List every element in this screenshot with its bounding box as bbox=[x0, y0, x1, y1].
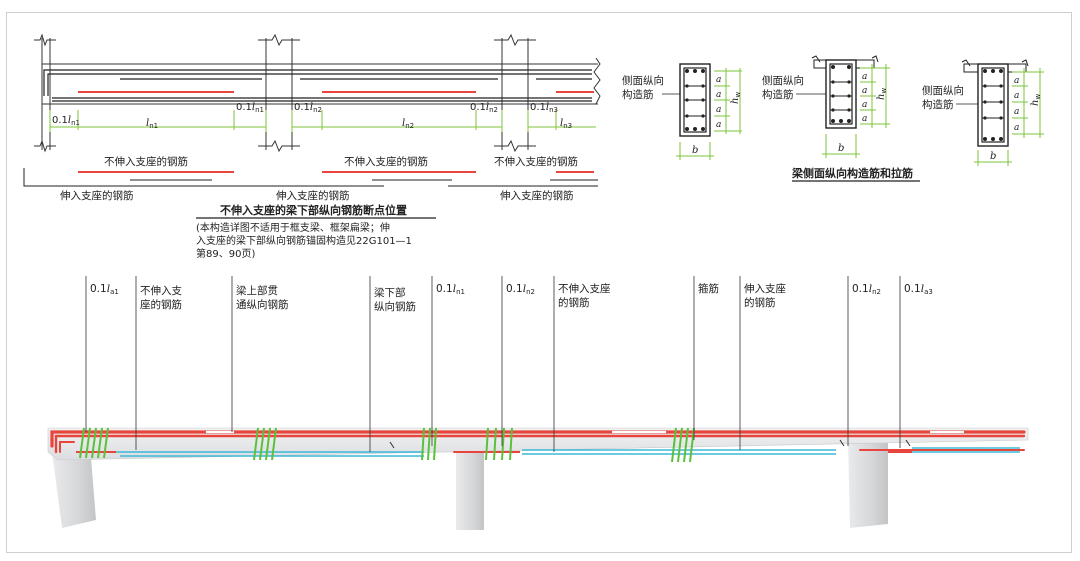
green-dimension-lines bbox=[49, 110, 596, 132]
section-1-dim-b: b bbox=[692, 145, 698, 156]
callout-0.1la1: 0.1la1 bbox=[90, 283, 119, 296]
section-3-dim-b: b bbox=[990, 151, 996, 162]
span-labels: 0.1ln1 ln1 0.1ln1 0.1ln2 ln2 0.1ln2 0.1l… bbox=[52, 102, 572, 130]
label-0.1ln3-left: 0.1ln3 bbox=[530, 102, 558, 114]
model-top-rebars bbox=[50, 430, 1026, 454]
section-2-label-line-1: 侧面纵向 bbox=[762, 74, 804, 87]
not-into-support-label-3: 不伸入支座的钢筋 bbox=[494, 155, 578, 168]
beam-elevation: 0.1ln1 ln1 0.1ln1 0.1ln2 ln2 0.1ln2 0.1l… bbox=[23, 33, 601, 260]
section-3: 侧面纵向 构造筋 a a a a hw b bbox=[922, 59, 1044, 166]
callout-into-support-b: 的钢筋 bbox=[744, 296, 776, 309]
cross-sections: 侧面纵向 构造筋 a a a a hw b 侧面纵向 构造筋 bbox=[622, 55, 1044, 182]
callout-top-continuous-b: 通纵向钢筋 bbox=[236, 298, 289, 311]
callout-0.1ln1: 0.1ln1 bbox=[436, 283, 465, 296]
into-support-label-2: 伸入支座的钢筋 bbox=[276, 189, 350, 202]
section-1-dim-hw: hw bbox=[730, 92, 742, 104]
beam-3d-model: 0.1la1 不伸入支 座的钢筋 梁上部贯 通纵向钢筋 梁下部 纵向钢筋 0.1… bbox=[47, 276, 1029, 530]
not-into-support-label-2: 不伸入支座的钢筋 bbox=[344, 155, 428, 168]
model-leader-lines bbox=[85, 276, 901, 452]
section-3-dim-hw: hw bbox=[1030, 94, 1042, 106]
section-1-dim-a-2: a bbox=[716, 90, 721, 100]
callout-into-support-a: 伸入支座 bbox=[744, 282, 786, 295]
callout-0.1ln2-a: 0.1ln2 bbox=[506, 283, 535, 296]
callout-bottom-longitudinal-b: 纵向钢筋 bbox=[374, 300, 416, 313]
into-support-label-1: 伸入支座的钢筋 bbox=[60, 189, 134, 202]
not-into-support-label-1: 不伸入支座的钢筋 bbox=[104, 155, 188, 168]
section-2-dim-a-4: a bbox=[862, 114, 867, 124]
section-1: 侧面纵向 构造筋 a a a a hw b bbox=[622, 63, 742, 160]
callout-not-into-support-2b: 的钢筋 bbox=[558, 296, 590, 309]
section-1-label-line-2: 构造筋 bbox=[622, 88, 654, 101]
section-1-dim-a-4: a bbox=[716, 120, 721, 130]
into-support-label-3: 伸入支座的钢筋 bbox=[500, 189, 574, 202]
section-1-dim-a-3: a bbox=[716, 105, 721, 115]
beam-outline bbox=[42, 57, 601, 105]
elevation-note-line-1: (本构造详图不适用于框支梁、框架扁梁；伸 bbox=[196, 221, 390, 234]
section-3-dim-a-3: a bbox=[1014, 107, 1019, 117]
figure-frame bbox=[6, 12, 1072, 553]
elevation-note-line-3: 第89、90页) bbox=[196, 247, 255, 260]
sections-title: 梁侧面纵向构造筋和拉筋 bbox=[791, 166, 913, 180]
elevation-title: 不伸入支座的梁下部纵向钢筋断点位置 bbox=[220, 203, 407, 217]
section-2-dim-a-3: a bbox=[862, 100, 867, 110]
top-rebars bbox=[43, 69, 592, 102]
section-3-label-line-2: 构造筋 bbox=[922, 98, 954, 111]
callout-not-into-support-2a: 不伸入支座 bbox=[558, 282, 611, 295]
label-0.1ln2-left: 0.1ln2 bbox=[294, 102, 322, 114]
bar-schedule: 不伸入支座的钢筋 不伸入支座的钢筋 不伸入支座的钢筋 伸入支座的钢筋 伸入支座的… bbox=[23, 155, 598, 202]
callout-not-into-support-1a: 不伸入支 bbox=[140, 285, 182, 297]
section-3-dim-a-4: a bbox=[1014, 123, 1019, 133]
section-2-dim-a-2: a bbox=[862, 86, 867, 96]
label-ln1: ln1 bbox=[146, 118, 158, 130]
callout-bottom-longitudinal-a: 梁下部 bbox=[374, 286, 406, 299]
elevation-note-line-2: 入支座的梁下部纵向钢筋锚固构造见22G101—1 bbox=[196, 234, 412, 247]
label-ln2: ln2 bbox=[402, 118, 414, 130]
section-2: 侧面纵向 构造筋 a a a a hw b bbox=[762, 55, 890, 158]
section-2-dim-b: b bbox=[838, 143, 844, 154]
label-0.1ln1-left: 0.1ln1 bbox=[52, 115, 80, 127]
section-1-label-line-1: 侧面纵向 bbox=[622, 74, 664, 87]
model-callouts: 0.1la1 不伸入支 座的钢筋 梁上部贯 通纵向钢筋 梁下部 纵向钢筋 0.1… bbox=[90, 282, 933, 313]
section-2-dim-hw: hw bbox=[876, 88, 888, 100]
model-stirrups bbox=[79, 427, 695, 463]
section-3-dim-a-2: a bbox=[1014, 91, 1019, 101]
callout-stirrup: 箍筋 bbox=[698, 282, 719, 295]
label-0.1ln1-right: 0.1ln1 bbox=[236, 102, 264, 114]
callout-top-continuous-a: 梁上部贯 bbox=[236, 284, 278, 297]
callout-0.1ln2-b: 0.1ln2 bbox=[852, 283, 881, 296]
section-2-label-line-2: 构造筋 bbox=[762, 88, 794, 101]
model-columns bbox=[52, 436, 888, 530]
callout-not-into-support-1b: 座的钢筋 bbox=[140, 298, 182, 311]
section-2-dim-a-1: a bbox=[862, 72, 867, 82]
label-0.1ln2-right: 0.1ln2 bbox=[470, 102, 498, 114]
section-3-label-line-1: 侧面纵向 bbox=[922, 84, 964, 97]
callout-0.1la3: 0.1la3 bbox=[904, 283, 933, 296]
label-ln3: ln3 bbox=[560, 118, 572, 130]
section-1-dim-a-1: a bbox=[716, 75, 721, 85]
section-3-dim-a-1: a bbox=[1014, 76, 1019, 86]
